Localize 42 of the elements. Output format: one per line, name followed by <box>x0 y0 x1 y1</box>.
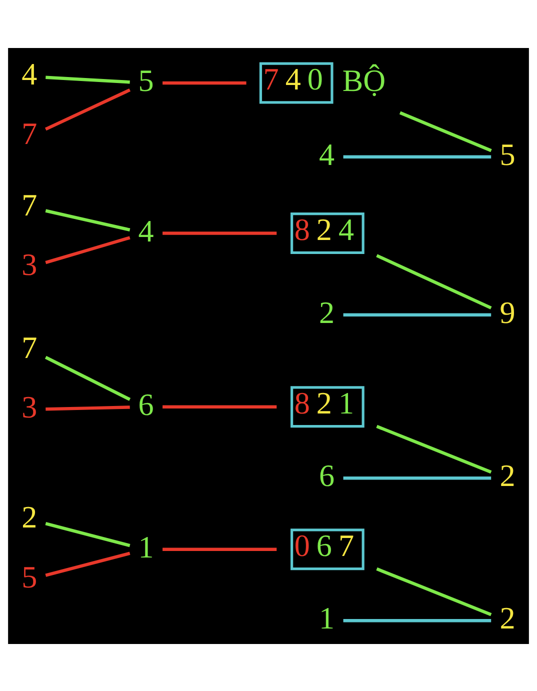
node-text: 5 <box>22 558 38 594</box>
connector <box>46 405 130 410</box>
connector <box>45 521 130 547</box>
node-text: 3 <box>22 246 38 282</box>
connector <box>45 208 130 231</box>
connector <box>162 231 277 234</box>
connector <box>162 404 277 408</box>
connector <box>162 80 246 84</box>
connector <box>343 476 492 480</box>
connector <box>343 312 492 316</box>
connector <box>343 618 492 622</box>
connector <box>46 75 130 84</box>
node-text: 2 <box>319 294 335 330</box>
node-text: 2 <box>22 499 38 534</box>
connector <box>376 424 492 474</box>
node-text: 4 <box>319 136 335 172</box>
node-text: 6 <box>319 458 335 493</box>
connector <box>45 551 130 576</box>
node-text: 1 <box>138 528 154 564</box>
node-text: 7 <box>22 186 38 222</box>
connector <box>343 154 492 158</box>
node-text: 1 <box>319 600 335 636</box>
connector <box>376 254 492 309</box>
connector <box>376 566 492 616</box>
node-text: 4 <box>22 56 38 92</box>
node-text: 5 <box>500 136 516 172</box>
node-text: 5 <box>138 62 154 98</box>
node-text: 7 <box>22 329 38 364</box>
node-text: 2 <box>500 600 516 636</box>
connector <box>44 88 131 130</box>
connector <box>45 236 130 264</box>
connector <box>162 547 277 551</box>
node-text: 6 <box>138 386 154 422</box>
node-text: 3 <box>22 389 38 424</box>
connector <box>44 355 131 400</box>
node-text: 9 <box>500 294 516 330</box>
node-text: 7 <box>22 116 38 151</box>
connector <box>399 110 492 152</box>
node-label: BỘ <box>342 62 386 98</box>
node-text: 4 <box>138 212 154 248</box>
node-text: 2 <box>500 458 516 493</box>
node-box: 740 <box>259 62 334 104</box>
